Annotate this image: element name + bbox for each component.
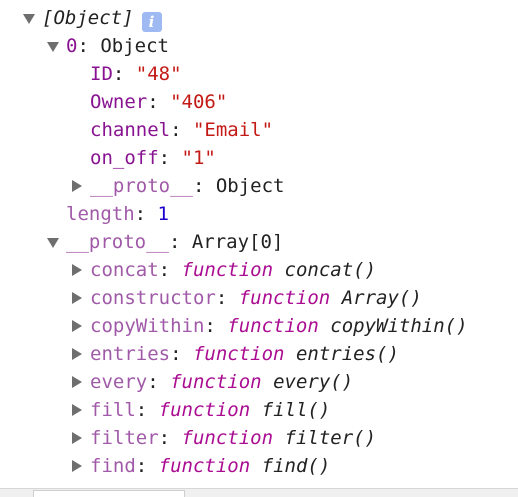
method-signature: find() (261, 455, 331, 477)
item-0-index: 0 (66, 35, 78, 57)
tree-row-prop-owner: Owner: "406" (0, 88, 518, 116)
method-signature: copyWithin() (330, 315, 468, 337)
separator: : (204, 315, 228, 337)
tree-row-array-proto[interactable]: __proto__: Array[0] (0, 228, 518, 256)
expand-triangle-icon[interactable] (68, 452, 86, 480)
expand-triangle-icon[interactable] (68, 368, 86, 396)
function-keyword: function (170, 371, 262, 393)
tree-row-item-0-proto[interactable]: __proto__: Object (0, 172, 518, 200)
tree-row-length: length: 1 (0, 200, 518, 228)
tree-row-root[interactable]: [Object] i (0, 4, 518, 32)
tree-row-prop-channel: channel: "Email" (0, 116, 518, 144)
prop-key: ID (90, 63, 113, 85)
horizontal-scrollbar[interactable] (0, 488, 518, 497)
separator: : (147, 371, 171, 393)
tree-row-prop-id: ID: "48" (0, 60, 518, 88)
method-signature: entries() (295, 343, 399, 365)
tree-row-prop-on-off: on_off: "1" (0, 144, 518, 172)
tree-row-method-constructor[interactable]: constructor: function Array() (0, 284, 518, 312)
prop-value: "406" (170, 91, 228, 113)
separator: : (134, 203, 158, 225)
function-keyword: function (158, 455, 251, 477)
separator: : (158, 427, 182, 449)
info-icon[interactable]: i (141, 12, 162, 32)
method-key: copyWithin (90, 315, 205, 337)
expand-triangle-icon[interactable] (68, 424, 86, 452)
method-signature: Array() (341, 287, 422, 309)
prop-key: Owner (90, 91, 148, 113)
length-key: length (66, 203, 135, 225)
proto-key: __proto__ (90, 175, 193, 197)
method-key: filter (90, 427, 159, 449)
separator: : (135, 455, 159, 477)
object-inspector-tree: [Object] i 0: Object ID: "48" Owner: "406… (0, 4, 518, 480)
root-label-text: [Object] (42, 7, 134, 29)
length-value: 1 (157, 203, 169, 225)
tree-row-item-0[interactable]: 0: Object (0, 32, 518, 60)
expand-triangle-icon[interactable] (68, 340, 86, 368)
function-keyword: function (192, 343, 285, 365)
function-keyword: function (158, 399, 251, 421)
separator: : (170, 343, 193, 365)
prop-key: on_off (90, 147, 159, 169)
function-keyword: function (181, 427, 274, 449)
method-key: concat (90, 259, 159, 281)
separator: : (77, 35, 101, 57)
collapse-triangle-icon[interactable] (20, 4, 38, 32)
separator: : (215, 287, 239, 309)
separator: : (112, 63, 136, 85)
prop-value: "48" (135, 63, 182, 85)
prop-key: channel (90, 119, 171, 141)
tree-row-method-concat[interactable]: concat: function concat() (0, 256, 518, 284)
expand-triangle-icon[interactable] (68, 396, 86, 424)
tree-row-method-filter[interactable]: filter: function filter() (0, 424, 518, 452)
method-key: every (90, 371, 148, 393)
method-signature: concat() (284, 259, 377, 281)
tree-row-method-entries[interactable]: entries: function entries() (0, 340, 518, 368)
prop-value: "Email" (192, 119, 274, 141)
item-0-label: 0: Object (66, 32, 169, 60)
separator: : (147, 91, 171, 113)
collapse-triangle-icon[interactable] (44, 32, 62, 60)
expand-triangle-icon[interactable] (68, 284, 86, 312)
collapse-triangle-icon[interactable] (44, 228, 62, 256)
separator: : (170, 119, 193, 141)
separator: : (192, 175, 216, 197)
method-key: constructor (90, 287, 216, 309)
separator: : (158, 259, 182, 281)
proto-value: Object (215, 175, 285, 197)
tree-row-method-every[interactable]: every: function every() (0, 368, 518, 396)
function-keyword: function (238, 287, 331, 309)
method-signature: filter() (284, 427, 377, 449)
proto-key: __proto__ (66, 231, 169, 253)
method-signature: every() (273, 371, 354, 393)
method-signature: fill() (261, 399, 331, 421)
function-keyword: function (181, 259, 274, 281)
method-key: fill (90, 399, 136, 421)
scrollbar-thumb[interactable] (33, 490, 185, 497)
expand-triangle-icon[interactable] (68, 172, 86, 200)
proto-value: Array[0] (191, 231, 284, 253)
expand-triangle-icon[interactable] (68, 312, 86, 340)
root-label: [Object] i (42, 4, 162, 32)
tree-row-method-fill[interactable]: fill: function fill() (0, 396, 518, 424)
tree-row-method-find[interactable]: find: function find() (0, 452, 518, 480)
separator: : (158, 147, 182, 169)
tree-row-method-copywithin[interactable]: copyWithin: function copyWithin() (0, 312, 518, 340)
item-0-type: Object (100, 35, 169, 57)
function-keyword: function (227, 315, 319, 337)
method-key: entries (90, 343, 171, 365)
prop-value: "1" (181, 147, 216, 169)
expand-triangle-icon[interactable] (68, 256, 86, 284)
separator: : (135, 399, 159, 421)
separator: : (168, 231, 192, 253)
method-key: find (90, 455, 136, 477)
